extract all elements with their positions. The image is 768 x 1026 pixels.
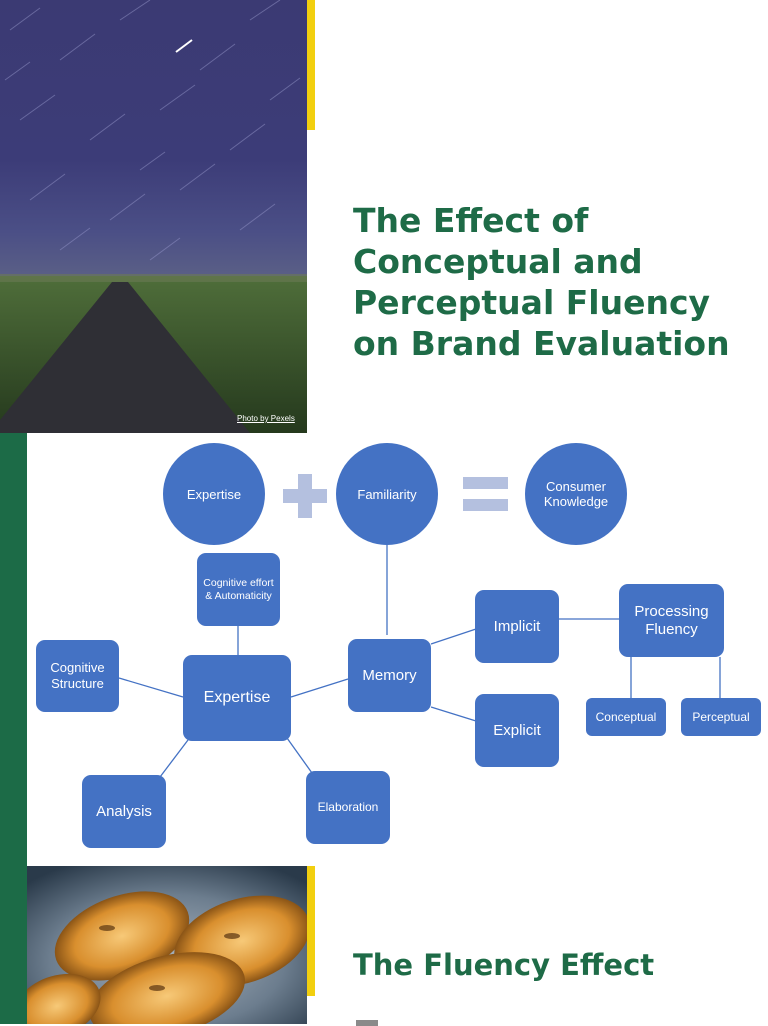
elaboration-box-label: Elaboration	[317, 800, 379, 815]
cognitive-effort-label: Cognitive effort & Automaticity	[203, 576, 274, 602]
consumer-knowledge-circle: Consumer Knowledge	[525, 443, 627, 545]
explicit-box: Explicit	[475, 694, 559, 767]
line-expertise-elaboration	[286, 737, 313, 774]
green-side-strip	[0, 433, 27, 866]
familiarity-circle: Familiarity	[336, 443, 438, 545]
implicit-box-label: Implicit	[493, 617, 541, 635]
expertise-circle-label: Expertise	[186, 486, 242, 502]
photo-credit-link[interactable]: Photo by Pexels	[237, 414, 295, 423]
line-memory-implicit	[430, 628, 477, 645]
conceptual-box: Conceptual	[586, 698, 666, 736]
elaboration-box: Elaboration	[306, 771, 390, 844]
cognitive-structure-label: Cognitive Structure	[50, 660, 105, 691]
slide-heading: The Fluency Effect	[353, 948, 655, 982]
consumer-knowledge-label: Consumer Knowledge	[543, 479, 609, 509]
accent-bar	[307, 866, 315, 996]
equals-icon-bottom	[463, 499, 508, 511]
memory-box-label: Memory	[362, 666, 417, 684]
line-expertise-memory	[290, 678, 349, 698]
memory-box: Memory	[348, 639, 431, 712]
equals-icon-top	[463, 477, 508, 489]
expertise-box: Expertise	[183, 655, 291, 741]
perceptual-box: Perceptual	[681, 698, 761, 736]
analysis-box: Analysis	[82, 775, 166, 848]
familiarity-circle-label: Familiarity	[357, 486, 417, 502]
cognitive-effort-box: Cognitive effort & Automaticity	[197, 553, 280, 626]
plus-icon-vertical	[298, 474, 312, 518]
operators	[283, 474, 508, 518]
explicit-box-label: Explicit	[493, 721, 541, 739]
faces-photo	[27, 866, 307, 1024]
implicit-box: Implicit	[475, 590, 559, 663]
analysis-box-label: Analysis	[96, 802, 152, 820]
cognitive-structure-box: Cognitive Structure	[36, 640, 119, 712]
line-cogstructure-expertise	[118, 677, 184, 698]
green-side-strip	[0, 866, 27, 1024]
slide-title-heading: The Effect of Conceptual and Perceptual …	[353, 201, 730, 363]
perceptual-box-label: Perceptual	[692, 709, 750, 724]
processing-fluency-label: Processing Fluency	[634, 602, 709, 638]
slide-fluency-effect: The Fluency Effect	[0, 866, 768, 1026]
bullet-icon	[356, 1020, 378, 1026]
expertise-box-label: Expertise	[203, 689, 271, 707]
expertise-circle: Expertise	[163, 443, 265, 545]
processing-fluency-box: Processing Fluency	[619, 584, 724, 657]
line-memory-explicit	[430, 706, 477, 722]
accent-bar	[307, 0, 315, 130]
conceptual-box-label: Conceptual	[595, 709, 657, 724]
slide-diagram: Expertise Familiarity Consumer Knowledge…	[0, 433, 768, 866]
night-road-photo	[0, 0, 307, 433]
night-road-image	[0, 0, 307, 433]
faces-image	[27, 866, 307, 1024]
slide-title: The Effect of Conceptual and Perceptual …	[0, 0, 768, 433]
line-expertise-analysis	[159, 739, 189, 778]
connector-lines	[118, 474, 721, 778]
